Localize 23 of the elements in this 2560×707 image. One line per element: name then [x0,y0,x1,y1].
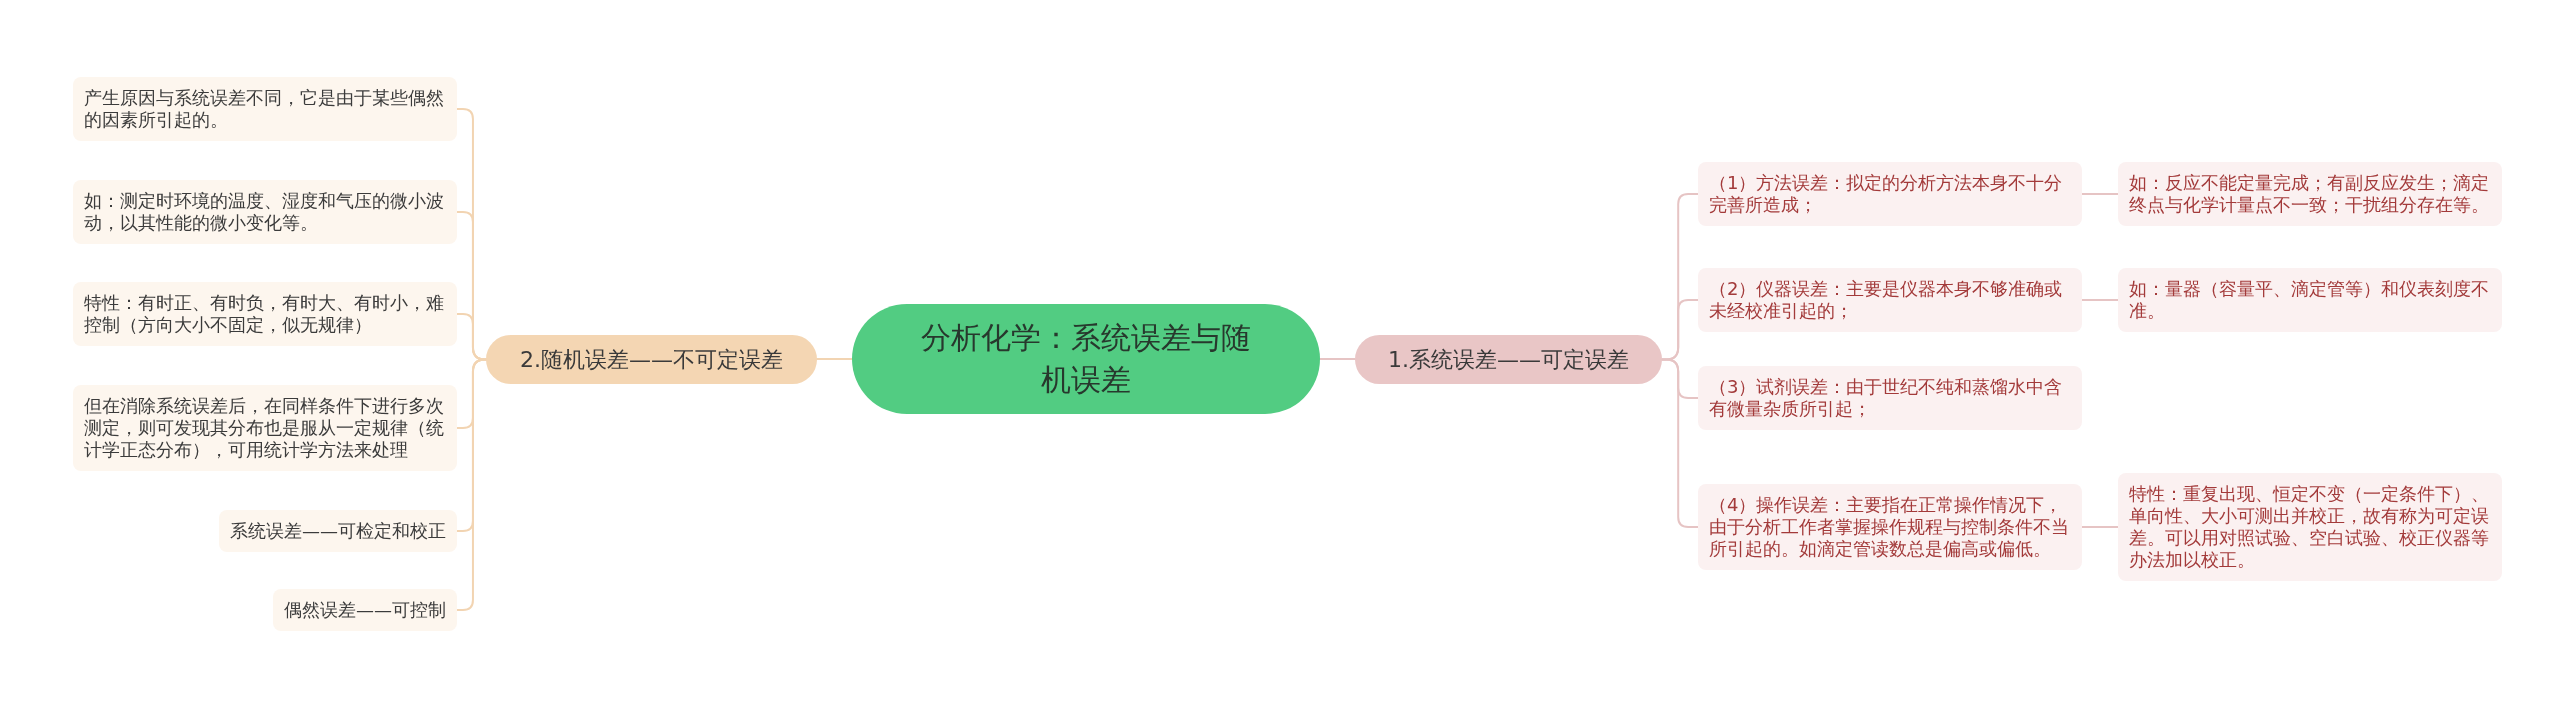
connector-line [2081,193,2119,195]
connector-line [2081,526,2119,528]
subtopic: 特性：重复出现、恒定不变（一定条件下）、单向性、大小可测出并校正，故有称为可定误差。可以用对照试验、空白试验、校正仪器等办法加以校正。 [2118,473,2502,581]
subtopic: 如：测定时环境的温度、湿度和气压的微小波动，以其性能的微小变化等。 [73,180,457,244]
connector-line [816,358,853,360]
main-topic: 1.系统误差——可定误差 [1355,335,1662,384]
connector-line [456,313,487,361]
main-topic: 2.随机误差——不可定误差 [486,335,817,384]
subtopic: （3）试剂误差：由于世纪不纯和蒸馏水中含有微量杂质所引起； [1698,366,2082,430]
subtopic: （2）仪器误差：主要是仪器本身不够准确或未经校准引起的； [1698,268,2082,332]
subtopic: 但在消除系统误差后，在同样条件下进行多次测定，则可发现其分布也是服从一定规律（统计学正态分布），可用统计学方法来处理 [73,385,457,471]
subtopic: 如：量器（容量平、滴定管等）和仪表刻度不准。 [2118,268,2502,332]
connector-line [1661,358,1699,528]
subtopic: 偶然误差——可控制 [273,589,457,631]
connector-line [1319,358,1356,360]
subtopic: 产生原因与系统误差不同，它是由于某些偶然的因素所引起的。 [73,77,457,141]
connector-line [2081,299,2119,301]
subtopic: 如：反应不能定量完成；有副反应发生；滴定终点与化学计量点不一致；干扰组分存在等。 [2118,162,2502,226]
central-topic: 分析化学：系统误差与随机误差 [852,304,1320,414]
subtopic: （1）方法误差：拟定的分析方法本身不十分完善所造成； [1698,162,2082,226]
subtopic: 系统误差——可检定和校正 [219,510,457,552]
subtopic: （4）操作误差：主要指在正常操作情况下，由于分析工作者掌握操作规程与控制条件不当所引起的。如滴定管读数总是偏高或偏低。 [1698,484,2082,570]
subtopic: 特性：有时正、有时负，有时大、有时小，难控制（方向大小不固定，似无规律） [73,282,457,346]
